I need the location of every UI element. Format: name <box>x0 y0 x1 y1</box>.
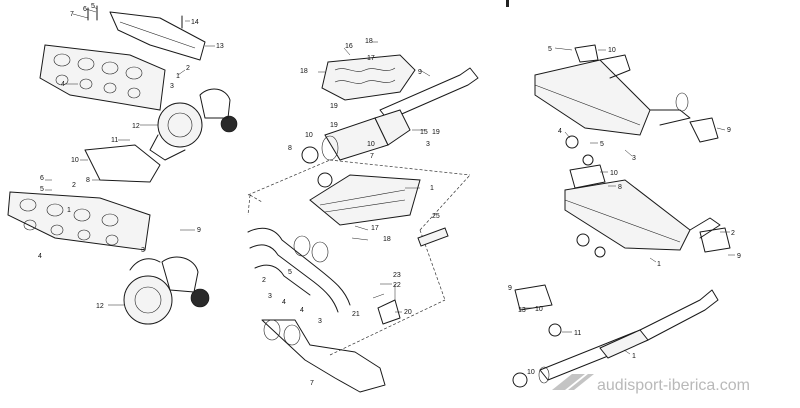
turbocharger-lower <box>123 256 210 325</box>
left-upper-manifold-group: 7 6 5 14 13 1 2 3 4 12 <box>39 3 238 161</box>
callout-label: 4 <box>61 81 65 88</box>
callout-label: 5 <box>600 141 604 148</box>
turbocharger-upper <box>149 88 238 161</box>
callout-label: 9 <box>737 253 741 260</box>
callout-label: 4 <box>558 128 562 135</box>
callout-label: 2 <box>186 65 190 72</box>
callout-label: 16 <box>345 43 353 50</box>
front-exhaust-pipe <box>538 289 719 384</box>
callout-label: 18 <box>365 38 373 45</box>
callout-label: 3 <box>632 155 636 162</box>
callout-label: 6 <box>40 175 44 182</box>
callout-label: 8 <box>618 184 622 191</box>
callout-label: 1 <box>176 73 180 80</box>
callout-label: 10 <box>305 132 313 139</box>
middle-catalyst-group: 16 18 17 18 19 19 10 9 15 19 3 10 7 8 25… <box>247 38 479 393</box>
callout-label: 10 <box>535 306 543 313</box>
callout-label: 1 <box>632 353 636 360</box>
callout-label: 5 <box>288 269 292 276</box>
rear-muffler <box>534 54 691 136</box>
callout-label: 19 <box>330 103 338 110</box>
callout-label: 19 <box>330 122 338 129</box>
watermark-text: audisport-iberica.com <box>597 377 750 394</box>
callout-label: 2 <box>72 182 76 189</box>
callout-label: 7 <box>370 153 374 160</box>
callout-label: 15 <box>420 129 428 136</box>
callout-label: 11 <box>574 330 581 337</box>
callout-label: 2 <box>262 277 266 284</box>
callout-label: 13 <box>518 307 526 314</box>
callout-label: 10 <box>608 47 616 54</box>
callout-label: 10 <box>367 141 375 148</box>
callout-label: 19 <box>432 129 440 136</box>
callout-label: 4 <box>38 253 42 260</box>
callout-label: 18 <box>383 236 391 243</box>
callout-label: 14 <box>191 19 199 26</box>
callout-label: 18 <box>300 68 308 75</box>
left-lower-manifold-group: 11 10 8 6 5 2 1 4 9 3 12 <box>7 137 210 325</box>
callout-label: 17 <box>367 55 375 62</box>
catalytic-converter <box>321 109 411 161</box>
callout-label: 8 <box>86 177 90 184</box>
callout-label: 5 <box>40 186 44 193</box>
callout-label: 9 <box>508 285 512 292</box>
callout-label: 17 <box>371 225 379 232</box>
lower-downpipes <box>247 227 386 393</box>
callout-label: 4 <box>300 307 304 314</box>
callout-label: 25 <box>432 213 440 220</box>
divider-mark <box>506 0 509 7</box>
callout-label: 4 <box>282 299 286 306</box>
callout-label: 1 <box>430 185 434 192</box>
callout-label: 3 <box>318 318 322 325</box>
callout-label: 5 <box>548 46 552 53</box>
callout-label: 20 <box>404 309 412 316</box>
callout-label: 9 <box>727 127 731 134</box>
callout-label: 9 <box>418 69 422 76</box>
callout-label: 23 <box>393 272 401 279</box>
callout-label: 22 <box>393 282 401 289</box>
callout-label: 7 <box>310 380 314 387</box>
callout-label: 11 <box>111 137 118 144</box>
callout-label: 13 <box>216 43 224 50</box>
center-muffler <box>564 179 721 251</box>
callout-label: 2 <box>731 230 735 237</box>
callout-label: 10 <box>527 369 535 376</box>
callout-label: 7 <box>70 11 74 18</box>
callout-label: 5 <box>91 3 95 10</box>
callout-label: 12 <box>132 123 140 130</box>
callout-label: 1 <box>67 207 71 214</box>
callout-label: 10 <box>610 170 618 177</box>
callout-label: 3 <box>141 247 145 254</box>
watermark: audisport-iberica.com <box>552 374 750 394</box>
callout-label: 3 <box>268 293 272 300</box>
callout-label: 8 <box>288 145 292 152</box>
callout-label: 6 <box>83 6 87 13</box>
callout-label: 9 <box>197 227 201 234</box>
right-muffler-group: 5 10 9 4 5 3 10 8 9 1 2 9 10 13 11 1 10 <box>508 44 741 388</box>
callout-label: 3 <box>170 83 174 90</box>
callout-label: 12 <box>96 303 104 310</box>
callout-label: 21 <box>352 311 360 318</box>
callout-label: 3 <box>426 141 430 148</box>
callout-label: 1 <box>657 261 661 268</box>
watermark-logo-icon <box>552 374 594 390</box>
callout-label: 10 <box>71 157 79 164</box>
